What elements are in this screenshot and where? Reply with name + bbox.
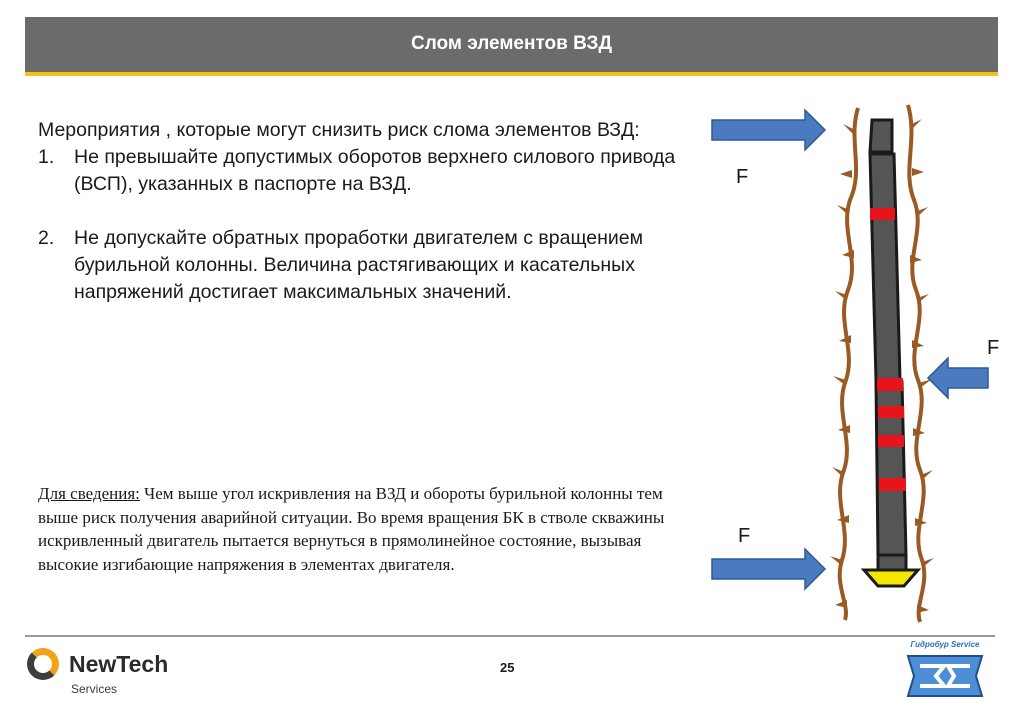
page-number: 25 xyxy=(500,660,515,675)
newtech-logo-name: NewTech xyxy=(69,651,169,677)
gidrobur-logo-name: Гидробур Service xyxy=(910,640,980,649)
pipe-body-upper xyxy=(868,152,902,382)
footer-divider xyxy=(25,635,995,637)
note-label: Для сведения: xyxy=(38,484,140,503)
measure-number: 1. xyxy=(38,146,55,168)
measure-item-2: 2. Не допускайте обратных проработки дви… xyxy=(38,225,678,306)
newtech-logo-icon xyxy=(27,648,59,680)
measure-text: Не допускайте обратных проработки двигат… xyxy=(74,227,644,303)
borehole-wall-left xyxy=(837,107,860,621)
force-label-middle: F xyxy=(987,337,1000,359)
measures-block: Мероприятия , которые могут снизить риск… xyxy=(38,117,678,306)
gidrobur-logo-icon xyxy=(906,655,984,697)
arrow-top xyxy=(711,108,827,152)
wall-left-spikes xyxy=(830,124,855,608)
arrow-middle xyxy=(926,356,989,400)
gidrobur-logo: Гидробур Service xyxy=(900,640,990,702)
measures-list: 1. Не превышайте допустимых оборотов вер… xyxy=(38,144,678,306)
measure-item-1: 1. Не превышайте допустимых оборотов вер… xyxy=(38,144,678,198)
force-label-top: F xyxy=(736,166,749,188)
wall-right-spikes xyxy=(910,119,934,613)
newtech-logo-sub: Services xyxy=(71,682,118,696)
pipe-top-segment xyxy=(868,118,894,154)
joint-red-2 xyxy=(877,378,903,391)
joint-red-5 xyxy=(879,478,906,491)
title-bar: Слом элементов ВЗД xyxy=(25,17,998,76)
note-block: Для сведения: Чем выше угол искривления … xyxy=(38,482,698,576)
bit-sub xyxy=(876,553,908,572)
borehole-wall-right xyxy=(906,104,927,623)
force-label-bottom: F xyxy=(738,525,751,547)
measure-text: Не превышайте допустимых оборотов верхне… xyxy=(74,146,676,195)
arrow-bottom xyxy=(711,547,827,591)
drill-bit xyxy=(860,568,922,588)
slide-title: Слом элементов ВЗД xyxy=(410,33,612,54)
joint-red-4 xyxy=(878,435,904,447)
note-text: Чем выше угол искривления на ВЗД и оборо… xyxy=(38,484,665,574)
force-arrows xyxy=(711,108,989,591)
measures-intro: Мероприятия , которые могут снизить риск… xyxy=(38,119,640,141)
joint-red-3 xyxy=(878,406,904,418)
joint-marks xyxy=(870,208,906,491)
drilling-diagram xyxy=(711,104,989,623)
measure-number: 2. xyxy=(38,227,55,249)
joint-red-1 xyxy=(870,208,895,220)
newtech-logo: NewTech Services xyxy=(25,645,195,700)
